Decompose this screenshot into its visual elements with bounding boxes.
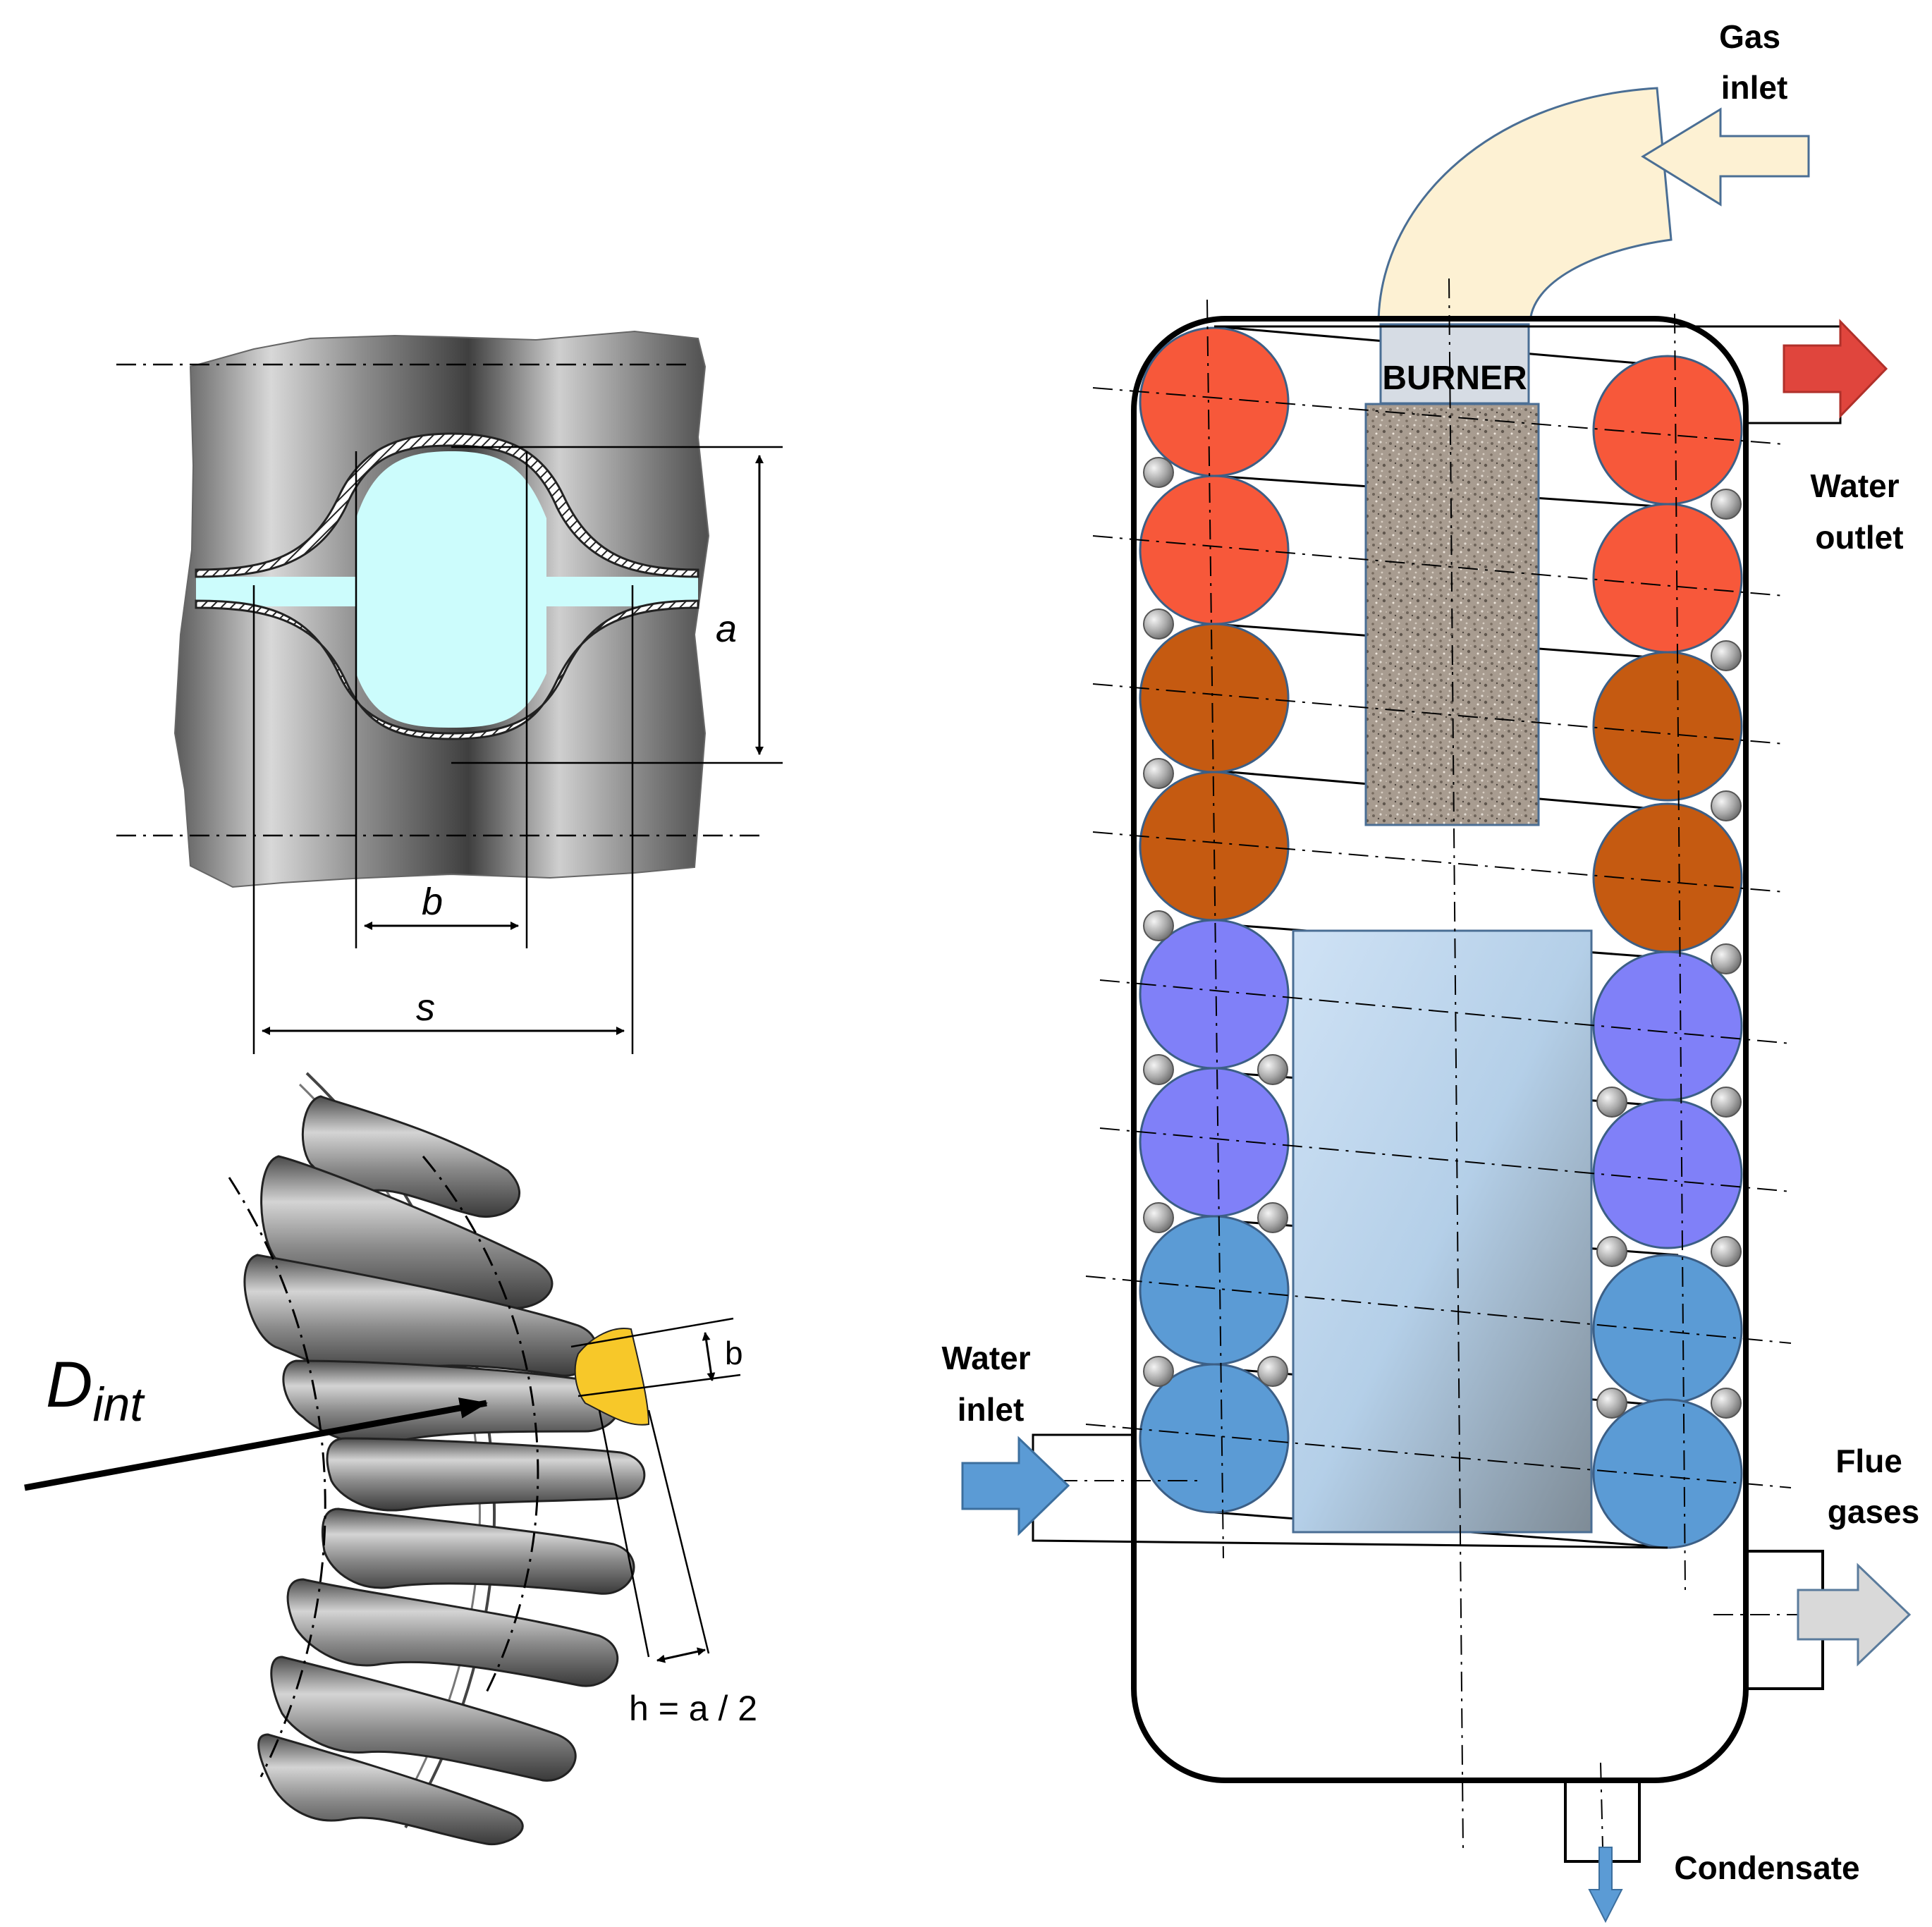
coil-tube-cold (1139, 1215, 1290, 1366)
gas-inlet-label: Gas inlet (1719, 18, 1790, 106)
h-dimension-line (656, 1647, 706, 1663)
h-label: h = a / 2 (629, 1689, 757, 1728)
water-inlet-arrow (961, 1436, 1070, 1536)
water-inlet-label: Water inlet (942, 1340, 1040, 1428)
b-small-ext-top (570, 1317, 734, 1348)
h-ext-left (598, 1409, 650, 1658)
condensing-chamber (1292, 929, 1593, 1534)
coil-tube-hot (1139, 475, 1290, 625)
coil-tube-cold (1592, 1254, 1743, 1405)
gap-highlight (574, 1328, 650, 1426)
burner-head (1379, 323, 1530, 405)
pitch-arc-2 (422, 1156, 539, 1693)
gas-inlet-pipe (1377, 87, 1673, 326)
tube-wall (195, 432, 699, 740)
flue-gases-arrow (1797, 1562, 1912, 1667)
a-label: a (716, 608, 737, 650)
b-small-label: b (725, 1335, 743, 1371)
coil-tube-warm (1592, 651, 1743, 802)
boiler-diagram: BURNER (942, 18, 1919, 1923)
coil-right (1592, 355, 1743, 1549)
coil-tube-mid (1592, 950, 1743, 1101)
coil-tube-mid (1592, 1099, 1743, 1249)
coil-left (1139, 326, 1290, 1514)
finned-tube-radial-view: Dint b h = a / 2 (24, 1072, 757, 1846)
condensate-arrow (1588, 1847, 1623, 1923)
gas-inlet-arrow (1641, 107, 1810, 207)
coil-tube-cold (1592, 1398, 1743, 1549)
b-label: b (422, 881, 443, 923)
h-ext-right (647, 1409, 710, 1654)
coil-tube-mid (1139, 919, 1290, 1070)
coil-tube-cold (1139, 1363, 1290, 1514)
b-small-dimension-line (702, 1332, 716, 1381)
water-outlet-label: Water outlet (1811, 467, 1909, 556)
coil-tube-mid (1139, 1067, 1290, 1218)
flue-gases-label: Flue gases (1828, 1443, 1919, 1530)
coil-tube-warm (1139, 623, 1290, 773)
water-outlet-arrow (1783, 319, 1888, 419)
s-label: s (416, 986, 435, 1029)
spacer-balls (1143, 457, 1742, 1419)
fins (243, 1095, 646, 1846)
condensate-label: Condensate (1674, 1849, 1859, 1886)
coil-tube-hot (1592, 503, 1743, 654)
d-int-arrow (24, 1397, 488, 1491)
d-int-label: Dint (46, 1349, 145, 1431)
tube-cross-section: a b s (116, 330, 783, 1054)
tube-channel (356, 451, 546, 728)
burner-label: BURNER (1382, 360, 1527, 397)
